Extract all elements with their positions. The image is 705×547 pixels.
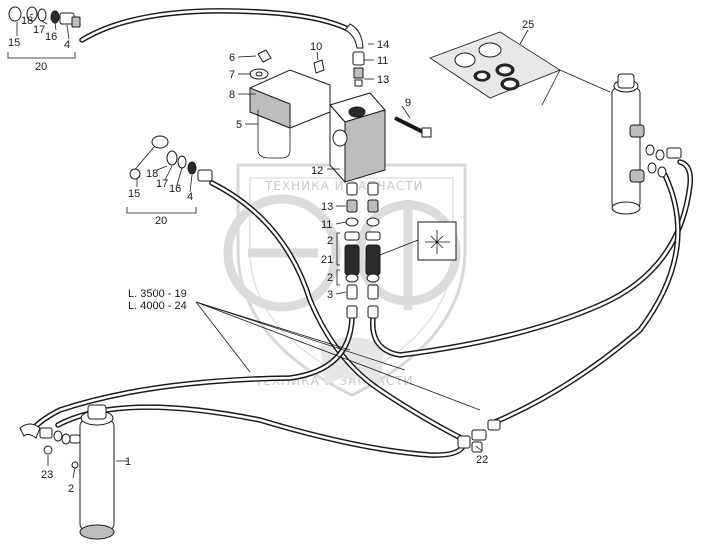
callout-13: 13 bbox=[377, 74, 389, 86]
u-bolt-5 bbox=[257, 110, 291, 159]
callout-14: 14 bbox=[377, 39, 389, 51]
callout-15: 15 bbox=[8, 37, 20, 49]
callout-17b: 17 bbox=[156, 178, 168, 190]
callout-4b: 4 bbox=[187, 191, 193, 203]
callout-12: 12 bbox=[311, 165, 323, 177]
hose-lower-left bbox=[55, 404, 465, 458]
callout-5: 5 bbox=[236, 119, 242, 131]
valve-stack bbox=[336, 182, 457, 319]
callout-16b: 16 bbox=[169, 183, 181, 195]
callout-11b: 11 bbox=[321, 219, 332, 231]
callout-15b: 15 bbox=[128, 188, 140, 200]
watermark-letter-e bbox=[223, 194, 341, 312]
callout-2c: 2 bbox=[68, 483, 74, 495]
nut-10 bbox=[313, 59, 325, 74]
seal-kit-25 bbox=[429, 31, 611, 106]
nut-6 bbox=[257, 49, 272, 63]
callout-16: 16 bbox=[45, 31, 57, 43]
callout-9: 9 bbox=[405, 97, 411, 109]
watermark-top-text: ТЕХНИКА И ЗАПЧАСТИ bbox=[264, 179, 424, 193]
fitting-22 bbox=[457, 419, 501, 453]
callout-labels: 15 18 17 16 4 20 6 7 8 5 10 14 11 13 9 1… bbox=[8, 15, 534, 495]
fitting-14-column bbox=[344, 23, 365, 87]
callout-10: 10 bbox=[310, 41, 322, 53]
callout-20b: 20 bbox=[155, 215, 167, 227]
callout-7: 7 bbox=[229, 69, 235, 81]
hose-top bbox=[79, 8, 353, 43]
callout-4: 4 bbox=[64, 39, 70, 51]
hose-right-lower bbox=[492, 172, 681, 425]
callout-21: 21 bbox=[321, 254, 333, 266]
cylinder-left bbox=[19, 404, 115, 540]
callout-20: 20 bbox=[35, 61, 47, 73]
valve-assembly bbox=[249, 49, 432, 184]
hoses bbox=[27, 8, 694, 458]
callout-11: 11 bbox=[377, 55, 388, 67]
callout-17: 17 bbox=[33, 24, 45, 36]
callout-6: 6 bbox=[229, 52, 235, 64]
bolt-9 bbox=[394, 116, 426, 135]
callout-3: 3 bbox=[327, 289, 333, 301]
callout-13b: 13 bbox=[321, 201, 333, 213]
leader-lines bbox=[7, 13, 529, 479]
hose-length-1: L. 3500 - 19 bbox=[128, 288, 187, 300]
callout-18: 18 bbox=[21, 15, 33, 27]
callout-23: 23 bbox=[41, 469, 53, 481]
callout-2b: 2 bbox=[327, 272, 333, 284]
hose-length-2: L. 4000 - 24 bbox=[128, 300, 187, 312]
cylinder-right bbox=[611, 73, 682, 215]
callout-8: 8 bbox=[229, 89, 235, 101]
callout-22: 22 bbox=[476, 454, 488, 466]
callout-2a: 2 bbox=[327, 235, 333, 247]
fitting-set-middle bbox=[129, 135, 213, 182]
callout-1: 1 bbox=[125, 456, 131, 468]
fitting-set-top bbox=[8, 6, 81, 28]
callout-25: 25 bbox=[522, 19, 534, 31]
callout-18b: 18 bbox=[146, 168, 158, 180]
